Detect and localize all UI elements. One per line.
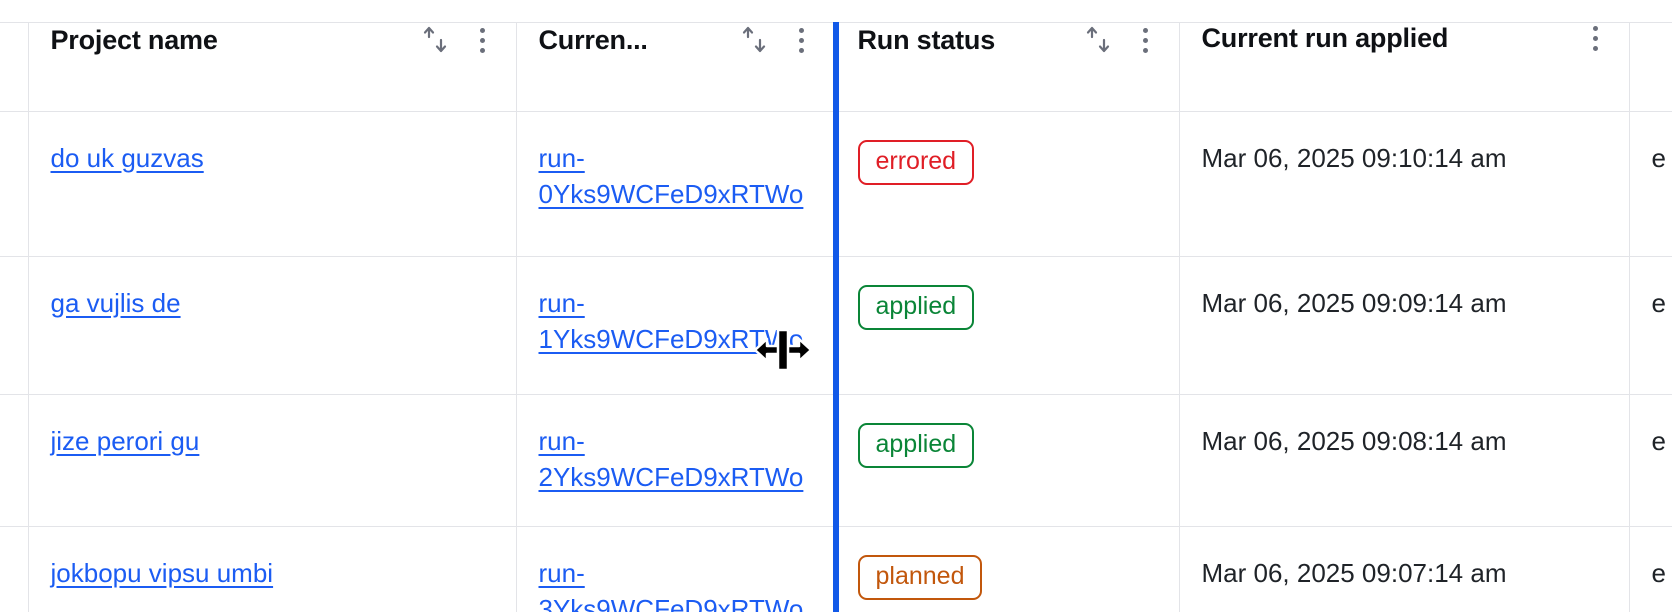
cell-current-run-applied: Mar 06, 2025 09:08:14 am xyxy=(1179,394,1630,527)
row-gutter-cell xyxy=(0,394,29,527)
column-menu-icon[interactable] xyxy=(1135,25,1157,55)
data-table-scroll-area[interactable]: Project name xyxy=(0,22,1672,612)
table-row[interactable]: do uk guzvas run-0Yks9WCFeD9xRTWo errore… xyxy=(0,111,1672,257)
cell-project-name: do uk guzvas xyxy=(28,111,517,257)
project-name-link[interactable]: jokbopu vipsu umbi xyxy=(50,557,274,588)
row-gutter-cell xyxy=(0,111,29,257)
cell-next-column: e xyxy=(1629,394,1672,527)
table-row[interactable]: jize perori gu run-2Yks9WCFeD9xRTWo appl… xyxy=(0,394,1672,527)
row-gutter-cell xyxy=(0,256,29,395)
column-header-current-run[interactable]: Curren... xyxy=(516,23,836,112)
column-menu-icon[interactable] xyxy=(791,25,813,55)
column-header-current-run-applied[interactable]: Current run applied xyxy=(1179,23,1630,112)
cell-run-status: applied xyxy=(835,256,1180,395)
status-badge: errored xyxy=(857,139,975,185)
table-header-row: Project name xyxy=(0,23,1672,112)
column-header-label-run-status: Run status xyxy=(857,24,996,55)
cell-next-column: e xyxy=(1629,256,1672,395)
current-run-link[interactable]: run-1Yks9WCFeD9xRTWo xyxy=(538,287,804,355)
column-resize-indicator[interactable] xyxy=(833,22,839,612)
cell-current-run-applied: Mar 06, 2025 09:07:14 am xyxy=(1179,526,1630,612)
cell-run-status: planned xyxy=(835,526,1180,612)
column-header-label-project-name: Project name xyxy=(50,24,218,55)
project-name-link[interactable]: jize perori gu xyxy=(50,425,200,456)
cell-next-column: e xyxy=(1629,111,1672,257)
column-header-label-current-run: Curren... xyxy=(538,24,648,55)
project-name-link[interactable]: ga vujlis de xyxy=(50,287,181,318)
cell-current-run: run-1Yks9WCFeD9xRTWo xyxy=(516,256,836,395)
cell-current-run-applied: Mar 06, 2025 09:10:14 am xyxy=(1179,111,1630,257)
status-badge: planned xyxy=(857,554,983,600)
sort-icon[interactable] xyxy=(418,23,452,57)
cell-project-name: jize perori gu xyxy=(28,394,517,527)
current-run-link[interactable]: run-2Yks9WCFeD9xRTWo xyxy=(538,425,804,493)
column-header-label-current-run-applied: Current run applied xyxy=(1201,23,1449,53)
row-gutter-cell xyxy=(0,526,29,612)
project-name-link[interactable]: do uk guzvas xyxy=(50,142,204,173)
table-header: Project name xyxy=(0,23,1672,112)
projects-table: Project name xyxy=(0,23,1672,612)
column-menu-icon[interactable] xyxy=(1585,24,1607,54)
status-badge: applied xyxy=(857,284,975,330)
cell-project-name: ga vujlis de xyxy=(28,256,517,395)
cell-run-status: applied xyxy=(835,394,1180,527)
table-body: do uk guzvas run-0Yks9WCFeD9xRTWo errore… xyxy=(0,111,1672,612)
cell-current-run-applied: Mar 06, 2025 09:09:14 am xyxy=(1179,256,1630,395)
sort-icon[interactable] xyxy=(737,23,771,57)
cell-current-run: run-0Yks9WCFeD9xRTWo xyxy=(516,111,836,257)
status-badge: applied xyxy=(857,422,975,468)
cell-project-name: jokbopu vipsu umbi xyxy=(28,526,517,612)
cell-run-status: errored xyxy=(835,111,1180,257)
cell-next-column: e xyxy=(1629,526,1672,612)
column-menu-icon[interactable] xyxy=(472,25,494,55)
column-header-run-status[interactable]: Run status xyxy=(835,23,1180,112)
table-row[interactable]: jokbopu vipsu umbi run-3Yks9WCFeD9xRTWo … xyxy=(0,526,1672,612)
column-header-gutter xyxy=(0,23,29,112)
column-header-next-column[interactable]: V xyxy=(1629,23,1672,112)
cell-current-run: run-3Yks9WCFeD9xRTWo xyxy=(516,526,836,612)
cell-current-run: run-2Yks9WCFeD9xRTWo xyxy=(516,394,836,527)
current-run-link[interactable]: run-3Yks9WCFeD9xRTWo xyxy=(538,557,804,612)
current-run-link[interactable]: run-0Yks9WCFeD9xRTWo xyxy=(538,142,804,210)
table-row[interactable]: ga vujlis de run-1Yks9WCFeD9xRTWo applie… xyxy=(0,256,1672,395)
sort-icon[interactable] xyxy=(1081,23,1115,57)
column-header-project-name[interactable]: Project name xyxy=(28,23,517,112)
